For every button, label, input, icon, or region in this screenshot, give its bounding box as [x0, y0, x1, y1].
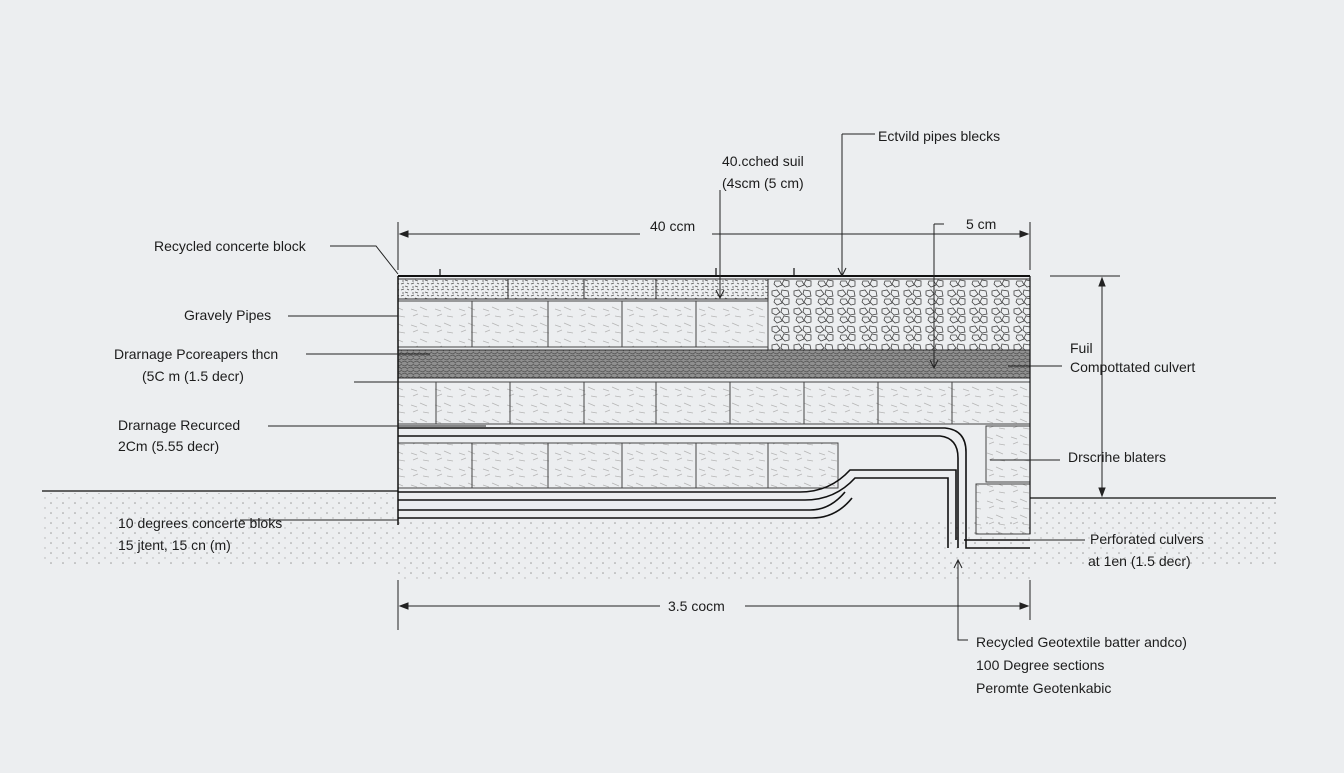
label-recycled-block: Recycled concerte block — [154, 238, 307, 254]
label-drainage2-line1: Drarnage Recurced — [118, 417, 240, 433]
label-perforated-line1: Perforated culvers — [1090, 531, 1204, 547]
dimension-bottom — [397, 580, 1031, 630]
label-bottom-line1: Recycled Geotextile batter andco) — [976, 634, 1187, 650]
label-top-callout-line2: (4scm (5 cm) — [722, 175, 804, 191]
drain-pipe — [398, 427, 1030, 549]
dimension-top — [397, 222, 1031, 270]
label-dim-right: 5 cm — [966, 216, 996, 232]
label-dim-width: 40 ccm — [650, 218, 695, 234]
dimension-right-vertical — [1050, 275, 1120, 498]
label-describe-blaters: Drscrihe blaters — [1068, 449, 1166, 465]
label-bottom-line2: 100 Degree sections — [976, 657, 1104, 673]
soil-fill-left — [42, 493, 398, 565]
soil-fill-right — [1030, 500, 1276, 565]
gravel-fill — [767, 278, 1031, 360]
label-perforated-line2: at 1en (1.5 decr) — [1088, 553, 1191, 569]
label-drainage1-line1: Drarnage Pcoreapers thcn — [114, 346, 278, 362]
label-gravely-pipes: Gravely Pipes — [184, 307, 271, 323]
label-degrees-line1: 10 degrees concerte bloks — [118, 515, 282, 531]
label-fuil: Fuil — [1070, 340, 1093, 356]
block-row-3 — [397, 425, 1031, 535]
label-drainage2-line2: 2Cm (5.55 decr) — [118, 438, 219, 454]
drainage-band — [397, 349, 1031, 379]
label-drainage1-line2: (5C m (1.5 decr) — [142, 368, 244, 384]
label-bottom-line3: Peromte Geotenkabic — [976, 680, 1111, 696]
label-compacted-culvert: Compottated culvert — [1070, 359, 1195, 375]
soil-fill-under — [398, 520, 1030, 580]
block-row-2 — [397, 381, 1031, 425]
label-top-callout-line1: 40.cched suil — [722, 153, 804, 169]
block-row-1 — [397, 300, 769, 348]
top-layer — [397, 278, 769, 300]
label-top-right-callout: Ectvild pipes blecks — [878, 128, 1000, 144]
label-dim-bottom: 3.5 cocm — [668, 598, 725, 614]
label-degrees-line2: 15 jtent, 15 cn (m) — [118, 537, 231, 553]
leader-lines — [240, 133, 1085, 641]
